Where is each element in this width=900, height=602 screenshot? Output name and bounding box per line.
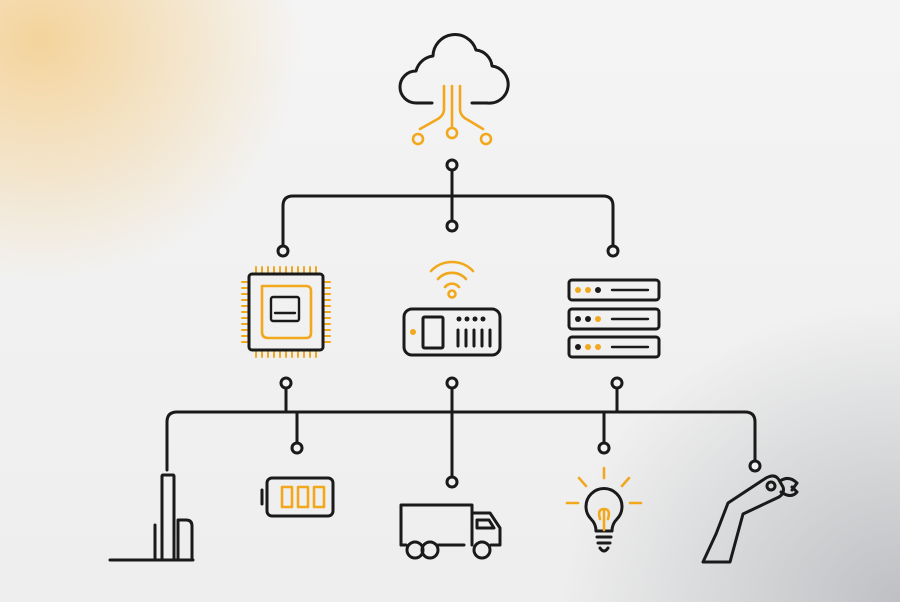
node-servers-out — [610, 376, 624, 390]
node-processor-in — [276, 244, 290, 258]
node-gateway-in — [445, 219, 459, 233]
server-rack-icon — [567, 278, 661, 359]
microchip-icon — [241, 266, 331, 358]
battery-icon — [260, 476, 335, 518]
edge-cloud-bus — [281, 194, 615, 248]
node-servers-in — [606, 244, 620, 258]
forklift-icon — [108, 473, 195, 562]
node-robot-in — [748, 459, 762, 473]
edge-device-bus — [165, 410, 757, 472]
connector-lines — [165, 168, 757, 480]
cloud-icon — [398, 33, 510, 146]
node-battery-in — [290, 441, 304, 455]
node-truck-in — [445, 475, 459, 489]
wireless-gateway-icon — [402, 260, 502, 357]
lightbulb-icon — [565, 466, 643, 553]
connector-nodes — [276, 158, 762, 489]
node-processor-out — [279, 376, 293, 390]
node-lightbulb-in — [597, 441, 611, 455]
truck-icon — [399, 503, 502, 560]
node-gateway-out — [445, 376, 459, 390]
robotic-arm-icon — [701, 474, 799, 564]
node-cloud-out — [445, 158, 459, 172]
